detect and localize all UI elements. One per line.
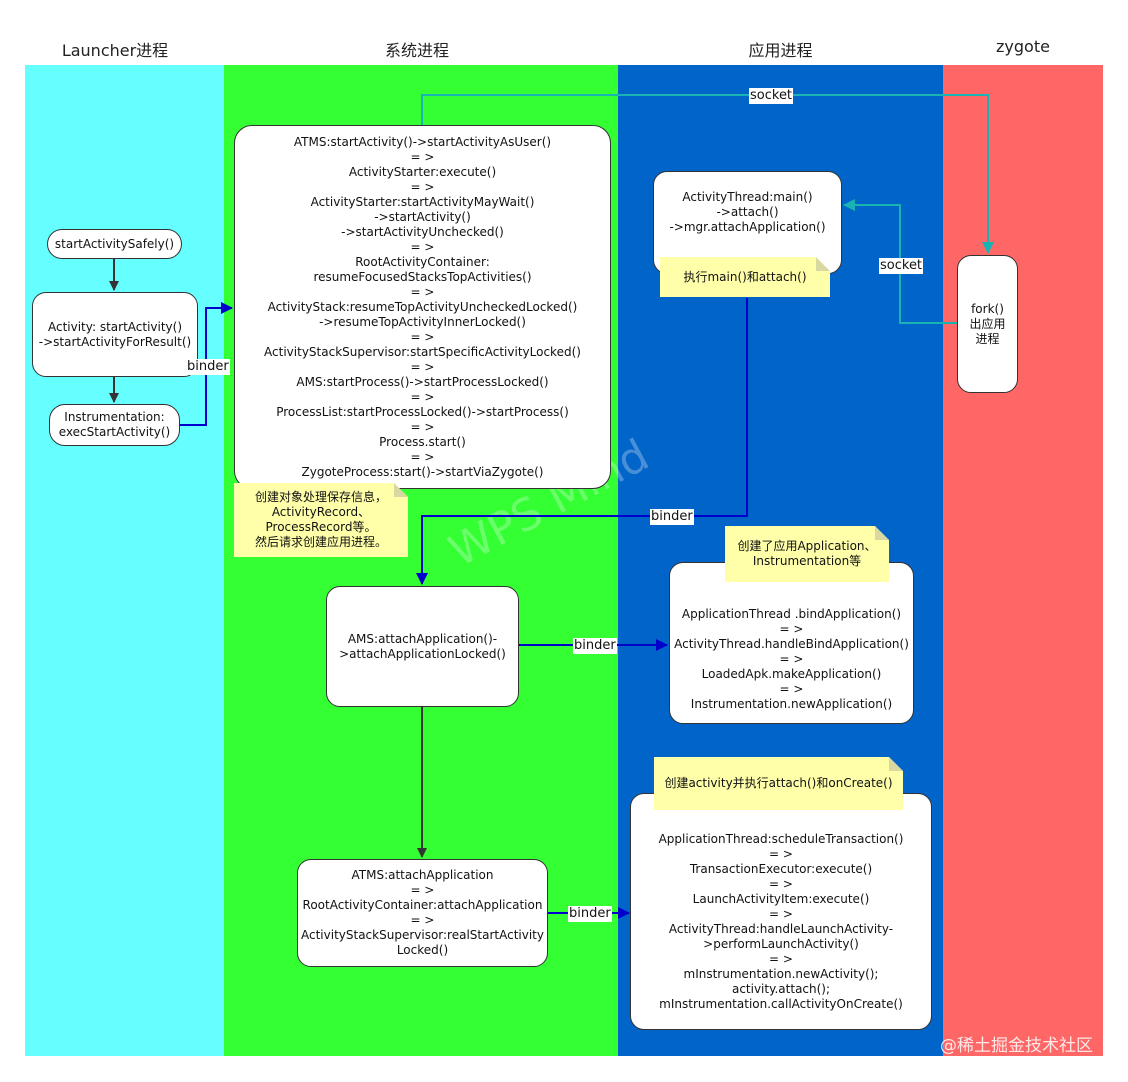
note-create-records-text: 创建对象处理保存信息， ActivityRecord、 ProcessRecor… <box>254 490 387 549</box>
note-create-activity-text: 创建activity并执行attach()和onCreate() <box>664 776 893 790</box>
atms-start-activity-node[interactable]: ATMS:startActivity()->startActivityAsUse… <box>234 125 611 489</box>
bind-application-text: ApplicationThread .bindApplication() = >… <box>674 606 909 711</box>
lane-title-launcher: Launcher进程 <box>61 41 169 60</box>
activity-thread-main-text: ActivityThread:main() ->attach() ->mgr.a… <box>669 190 826 234</box>
edge-label-socket-right: socket <box>879 258 924 274</box>
start-activity-safely-node[interactable]: startActivitySafely() <box>47 229 182 259</box>
activity-thread-main-node[interactable]: ActivityThread:main() ->attach() ->mgr.a… <box>653 171 842 274</box>
note-main-attach-text: 执行main()和attach() <box>683 269 807 284</box>
watermark-footer: @稀土掘金技术社区 <box>940 1036 1093 1056</box>
atms-attach-application-text: ATMS:attachApplication = > RootActivityC… <box>301 868 544 957</box>
zygote-fork-node[interactable]: fork() 出应用 进程 <box>957 255 1018 393</box>
note-create-records: 创建对象处理保存信息， ActivityRecord、 ProcessRecor… <box>234 483 408 557</box>
lane-title-app: 应用进程 <box>748 41 813 60</box>
note-create-activity: 创建activity并执行attach()和onCreate() <box>654 757 903 810</box>
instrumentation-text: Instrumentation: execStartActivity() <box>58 410 171 439</box>
start-activity-safely-text: startActivitySafely() <box>54 236 175 251</box>
edge-label-binder-bind-application: binder <box>573 638 617 654</box>
schedule-transaction-node[interactable]: ApplicationThread:scheduleTransaction() … <box>630 793 932 1030</box>
atms-start-activity-text: ATMS:startActivity()->startActivityAsUse… <box>264 134 581 479</box>
ams-attach-application-node[interactable]: AMS:attachApplication()- >attachApplicat… <box>326 586 519 707</box>
edge-label-binder-launch-activity: binder <box>568 906 612 922</box>
edge-label-binder-launcher: binder <box>186 359 230 375</box>
arrow-socket-to-zygote <box>421 94 994 254</box>
bind-application-node[interactable]: ApplicationThread .bindApplication() = >… <box>669 562 914 724</box>
lane-title-zygote: zygote <box>996 37 1050 56</box>
start-activity-text: Activity: startActivity() ->startActivit… <box>38 319 192 349</box>
ams-attach-application-text: AMS:attachApplication()- >attachApplicat… <box>339 631 506 661</box>
atms-attach-application-node[interactable]: ATMS:attachApplication = > RootActivityC… <box>297 859 548 967</box>
edge-label-binder-app-to-system: binder <box>650 509 694 525</box>
edge-label-socket-top: socket <box>749 88 794 104</box>
lane-title-system: 系统进程 <box>384 41 449 60</box>
note-create-application: 创建了应用Application、 Instrumentation等 <box>725 526 889 582</box>
note-main-attach: 执行main()和attach() <box>660 257 830 297</box>
schedule-transaction-text: ApplicationThread:scheduleTransaction() … <box>658 831 904 1011</box>
zygote-lane <box>943 65 1103 1056</box>
arrow-app-to-ams <box>416 298 748 585</box>
instrumentation-node[interactable]: Instrumentation: execStartActivity() <box>49 404 180 446</box>
start-activity-node[interactable]: Activity: startActivity() ->startActivit… <box>32 292 198 377</box>
zygote-fork-text: fork() 出应用 进程 <box>969 301 1006 346</box>
note-create-application-text: 创建了应用Application、 Instrumentation等 <box>737 539 877 568</box>
